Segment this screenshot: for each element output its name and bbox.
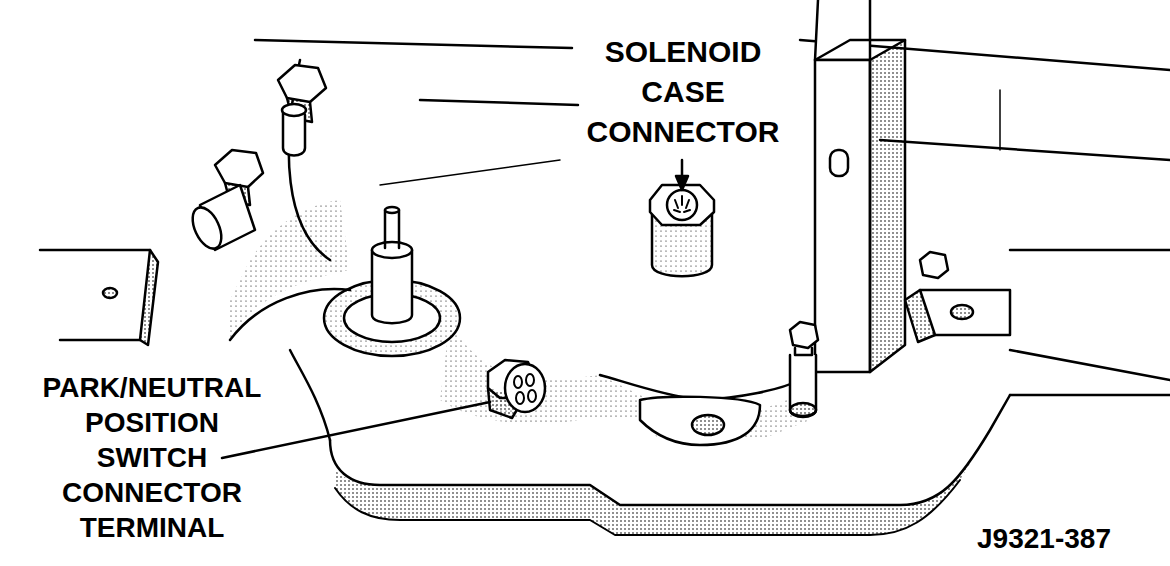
tube-end: [187, 203, 227, 253]
part-label: PARK/NEUTRAL POSITION SWITCH CONNECTOR T…: [42, 370, 263, 545]
solenoid-connector-face: [667, 190, 697, 220]
shaft: [372, 242, 412, 258]
bracket-hole: [103, 288, 117, 298]
bracket: [815, 40, 905, 60]
connector-pins: [514, 374, 536, 404]
case-edge: [290, 350, 330, 440]
shaft: [372, 250, 412, 323]
leader-line: [222, 402, 490, 458]
bracket: [815, 0, 870, 60]
tab-hole: [951, 305, 973, 319]
bolt-nut: [920, 252, 948, 278]
leader-arrowhead: [676, 176, 688, 190]
bracket: [140, 250, 158, 345]
bracket: [40, 250, 150, 340]
shaft-pin: [385, 210, 399, 248]
case-edge: [380, 160, 560, 185]
mounting-tab: [920, 290, 1010, 335]
case-edge: [1010, 249, 1170, 252]
fitting-tube: [790, 403, 816, 417]
switch-connector-face: [505, 364, 545, 412]
bolt-stud: [282, 104, 306, 116]
bracket: [815, 60, 870, 372]
fitting-tube: [790, 355, 816, 416]
bolt-nut: [278, 65, 326, 102]
case-edge: [880, 140, 1170, 160]
case-edge: [999, 90, 1001, 150]
figure-number: J9321-387: [976, 522, 1112, 556]
fitting-nut: [790, 322, 818, 348]
case-ear: [640, 397, 760, 445]
case-edge: [255, 40, 572, 48]
ear-hole: [692, 415, 724, 435]
case-edge: [1010, 394, 1170, 397]
pan-shading: [335, 455, 975, 535]
fitting: [795, 348, 812, 355]
bracket-slot: [830, 150, 848, 176]
part-label: SOLENOID CASE CONNECTOR: [586, 32, 781, 152]
connector-pins: [674, 196, 690, 212]
case-edge: [420, 100, 578, 105]
case-edge: [1010, 350, 1170, 380]
shaft-pin: [385, 207, 399, 213]
mounting-tab: [905, 290, 935, 342]
bolt-nut: [215, 150, 263, 187]
bracket-side: [870, 40, 905, 372]
